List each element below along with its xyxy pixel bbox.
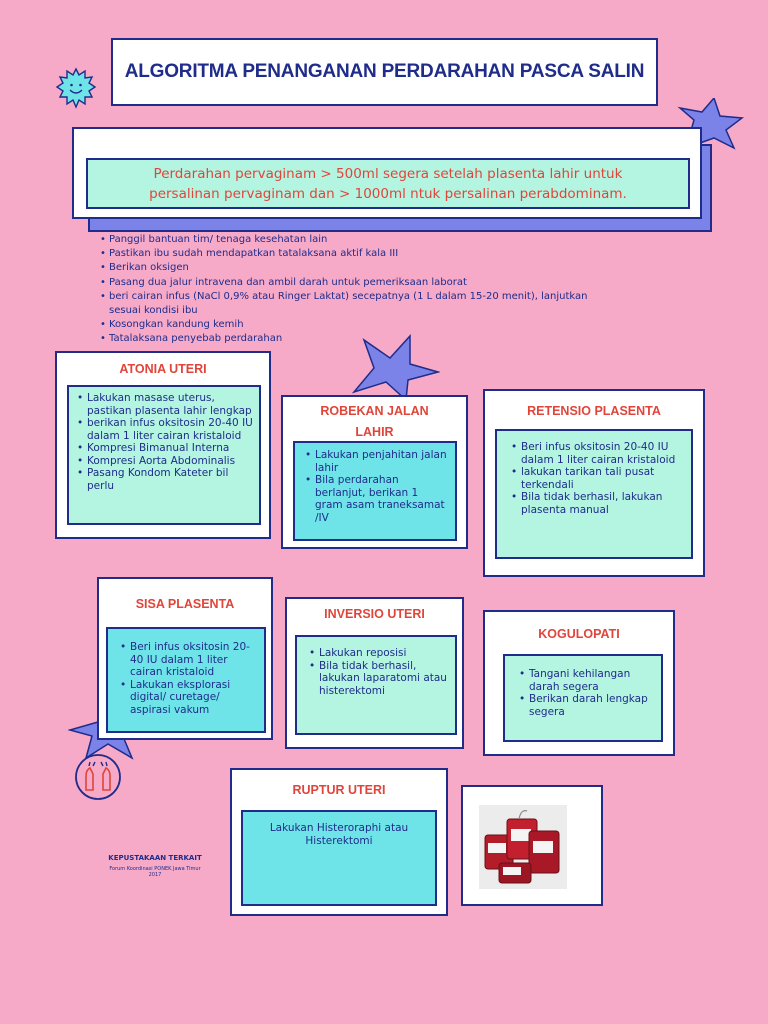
list-item: Beri infus oksitosin 20-40 IU dalam 1 li…: [511, 441, 685, 466]
card-retensio-plasenta: RETENSIO PLASENTA Beri infus oksitosin 2…: [483, 389, 705, 577]
blood-bags-photo: [479, 805, 567, 889]
card-text-line-2: Histerektomi: [305, 834, 373, 847]
list-item: Berikan oksigen: [100, 261, 660, 275]
reference-body: Forum Koordinasi PONEK Jawa Timur 2017: [90, 866, 220, 878]
card-title: RETENSIO PLASENTA: [527, 404, 661, 418]
list-item: Bila perdarahan berlanjut, berikan 1 gra…: [305, 474, 449, 524]
title-box: ALGORITMA PENANGANAN PERDARAHAN PASCA SA…: [111, 38, 658, 106]
card-title: ATONIA UTERI: [119, 362, 207, 376]
list-item: Lakukan penjahitan jalan lahir: [305, 449, 449, 474]
list-item: Tatalaksana penyebab perdarahan: [100, 332, 660, 346]
list-item: Kosongkan kandung kemih: [100, 318, 660, 332]
card-content: Beri infus oksitosin 20-40 IU dalam 1 li…: [106, 627, 266, 733]
list-item: Pasang dua jalur intravena dan ambil dar…: [100, 276, 660, 290]
definition-line-1: Perdarahan pervaginam > 500ml segera set…: [153, 165, 623, 182]
list-item: Bila tidak berhasil, lakukan plasenta ma…: [511, 491, 685, 516]
list-item: lakukan tarikan tali pusat terkendali: [511, 466, 685, 491]
list-item: beri cairan infus (NaCl 0,9% atau Ringer…: [100, 290, 660, 304]
card-title: INVERSIO UTERI: [324, 607, 425, 621]
reference-line-2: 2017: [148, 872, 162, 878]
card-content: Lakukan reposisi Bila tidak berhasil, la…: [295, 635, 457, 735]
card-title: RUPTUR UTERI: [292, 783, 386, 797]
list-item: Pasang Kondom Kateter bil perlu: [77, 467, 253, 492]
list-item: Panggil bantuan tim/ tenaga kesehatan la…: [100, 233, 660, 247]
card-text-line-1: Lakukan Histeroraphi atau: [269, 822, 409, 834]
smiley-virus-icon: [54, 66, 98, 110]
page-title: ALGORITMA PENANGANAN PERDARAHAN PASCA SA…: [124, 61, 645, 82]
card-content: Lakukan penjahitan jalan lahir Bila perd…: [293, 441, 457, 541]
definition-line-2: persalinan pervaginam dan > 1000ml ntuk …: [149, 185, 627, 202]
card-content: Tangani kehilangan darah segera Berikan …: [503, 654, 663, 742]
list-item: Beri infus oksitosin 20-40 IU dalam 1 li…: [120, 641, 258, 679]
main-steps-list: Panggil bantuan tim/ tenaga kesehatan la…: [100, 233, 660, 347]
card-kogulopati: KOGULOPATI Tangani kehilangan darah sege…: [483, 610, 675, 756]
reference-title: KEPUSTAKAAN TERKAIT: [108, 854, 202, 862]
card-content: Lakukan Histeroraphi atau Histerektomi: [241, 810, 437, 906]
card-title: SISA PLASENTA: [135, 597, 235, 611]
card-content: Lakukan masase uterus, pastikan plasenta…: [67, 385, 261, 525]
reference-line-1: Forum Koordinasi PONEK Jawa Timur: [109, 866, 201, 872]
card-title: KOGULOPATI: [538, 627, 620, 641]
raised-hands-icon: [73, 752, 123, 802]
list-item: Pastikan ibu sudah mendapatkan tatalaksa…: [100, 247, 660, 261]
list-item: berikan infus oksitosin 20-40 IU dalam 1…: [77, 417, 253, 442]
card-inversio-uteri: INVERSIO UTERI Lakukan reposisi Bila tid…: [285, 597, 464, 749]
star-burst-icon: [350, 332, 440, 402]
list-item: Lakukan eksplorasi digital/ curetage/ as…: [120, 679, 258, 717]
list-item-continuation: sesuai kondisi ibu: [109, 305, 198, 317]
list-item: Lakukan reposisi: [309, 647, 449, 660]
card-content: Beri infus oksitosin 20-40 IU dalam 1 li…: [495, 429, 693, 559]
card-sisa-plasenta: SISA PLASENTA Beri infus oksitosin 20-40…: [97, 577, 273, 740]
list-item: Bila tidak berhasil, lakukan laparatomi …: [309, 660, 449, 698]
card-ruptur-uteri: RUPTUR UTERI Lakukan Histeroraphi atau H…: [230, 768, 448, 916]
card-title-line-2: LAHIR: [355, 425, 394, 439]
list-item: Tangani kehilangan darah segera: [519, 668, 655, 693]
list-item: Lakukan masase uterus, pastikan plasenta…: [77, 392, 253, 417]
list-item: Kompresi Bimanual Interna: [77, 442, 253, 455]
card-robekan-jalan-lahir: ROBEKAN JALAN LAHIR Lakukan penjahitan j…: [281, 395, 468, 549]
card-title-line-1: ROBEKAN JALAN: [320, 404, 429, 418]
list-item: Berikan darah lengkap segera: [519, 693, 655, 718]
card-title: ROBEKAN JALAN LAHIR: [283, 401, 466, 443]
card-atonia-uteri: ATONIA UTERI Lakukan masase uterus, past…: [55, 351, 271, 539]
definition-text: Perdarahan pervaginam > 500ml segera set…: [86, 158, 690, 209]
list-item: Kompresi Aorta Abdominalis: [77, 455, 253, 468]
